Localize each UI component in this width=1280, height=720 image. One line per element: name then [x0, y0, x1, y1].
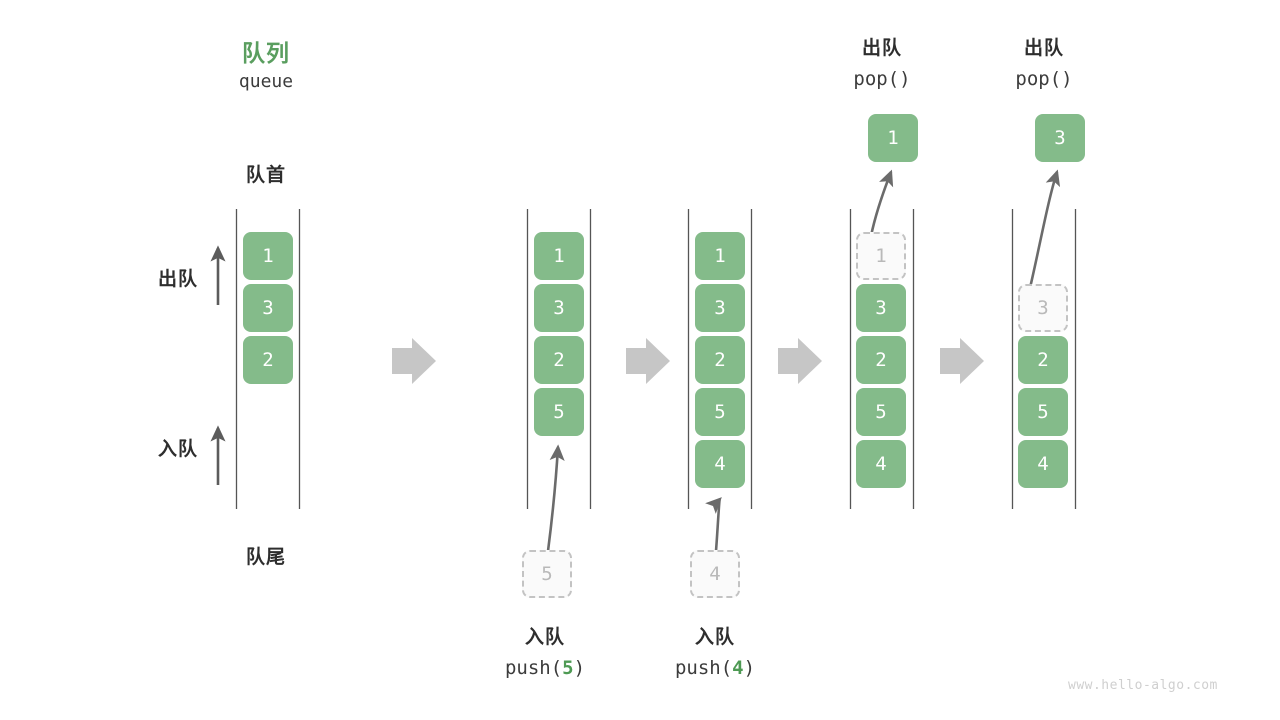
queue-element[interactable]: 3 [534, 284, 584, 332]
step-arrow-3 [778, 338, 822, 384]
queue-element[interactable]: 3 [856, 284, 906, 332]
queue-element[interactable]: 5 [695, 388, 745, 436]
push-5-code-prefix: push( [504, 657, 563, 679]
popped-element[interactable]: 3 [1035, 114, 1085, 162]
pop-1-op-code: pop() [853, 68, 911, 90]
incoming-ghost-element[interactable]: 5 [522, 550, 572, 598]
step-arrow-4 [940, 338, 984, 384]
push-4-op-label: 入队 [694, 627, 735, 648]
queue-front-label: 队首 [245, 165, 286, 186]
queue-element[interactable]: 3 [243, 284, 293, 332]
queue-element[interactable]: 1 [695, 232, 745, 280]
pop-3-op-label: 出队 [1023, 38, 1064, 59]
enqueue-direction-label: 入队 [157, 439, 198, 460]
queue-element[interactable]: 2 [856, 336, 906, 384]
page-title-en: queue [238, 71, 294, 92]
queue-element[interactable]: 5 [856, 388, 906, 436]
push-4-arrow [705, 497, 722, 552]
incoming-ghost-element[interactable]: 4 [690, 550, 740, 598]
push-5-arrow [546, 444, 565, 552]
step-arrow-2 [626, 338, 670, 384]
step-arrow-1 [392, 338, 436, 384]
removed-ghost-element[interactable]: 1 [856, 232, 906, 280]
pop-3-op-code: pop() [1015, 68, 1073, 90]
push-4-code-suffix: ) [743, 657, 756, 679]
dequeue-direction-label: 出队 [157, 269, 198, 290]
push-5-op-label: 入队 [524, 627, 565, 648]
push-5-code-suffix: ) [573, 657, 586, 679]
queue-element[interactable]: 1 [534, 232, 584, 280]
page-title-cn: 队列 [242, 40, 290, 66]
queue-element[interactable]: 1 [243, 232, 293, 280]
queue-rear-label: 队尾 [245, 547, 286, 568]
popped-element[interactable]: 1 [868, 114, 918, 162]
push-4-code-prefix: push( [674, 657, 733, 679]
queue-element[interactable]: 5 [1018, 388, 1068, 436]
push-5-op-code: push(5) [455, 657, 635, 679]
queue-element[interactable]: 2 [1018, 336, 1068, 384]
queue-element[interactable]: 2 [534, 336, 584, 384]
queue-element-new[interactable]: 5 [534, 388, 584, 436]
pop-1-arrow [869, 169, 894, 237]
pop-3-arrow [1028, 169, 1061, 289]
push-4-code-arg: 4 [732, 657, 744, 679]
queue-element[interactable]: 4 [1018, 440, 1068, 488]
queue-element[interactable]: 4 [856, 440, 906, 488]
queue-element[interactable]: 2 [243, 336, 293, 384]
push-5-code-arg: 5 [562, 657, 574, 679]
queue-element-new[interactable]: 4 [695, 440, 745, 488]
pop-1-op-label: 出队 [861, 38, 902, 59]
queue-element[interactable]: 2 [695, 336, 745, 384]
push-4-op-code: push(4) [625, 657, 805, 679]
queue-element[interactable]: 3 [695, 284, 745, 332]
site-watermark: www.hello-algo.com [1068, 678, 1218, 693]
removed-ghost-element[interactable]: 3 [1018, 284, 1068, 332]
